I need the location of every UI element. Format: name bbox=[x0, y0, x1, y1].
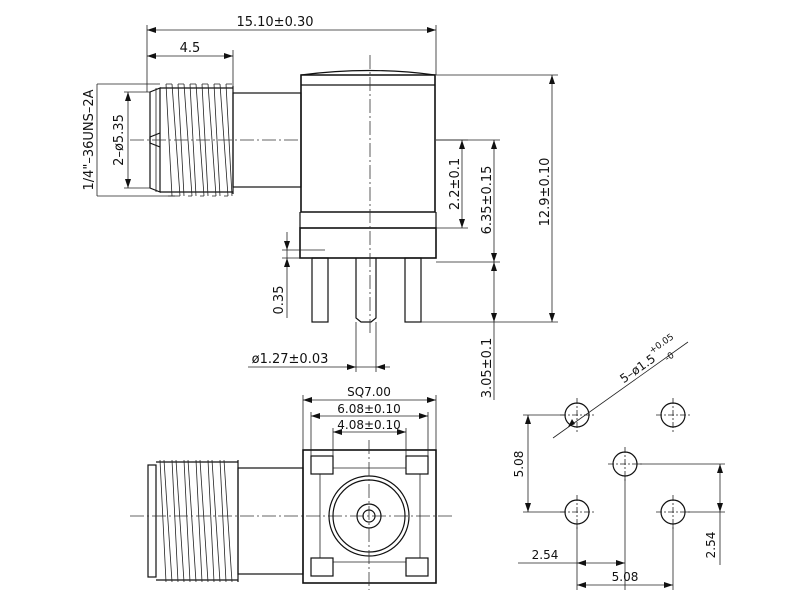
hole-tol-minus: -0 bbox=[663, 351, 676, 364]
dim-height-2-2: 2.2±0.1 bbox=[448, 158, 463, 210]
hole-spec: 5–ø1.5 bbox=[617, 351, 658, 385]
pitch-horizontal-2-54: 2.54 bbox=[532, 548, 559, 562]
pitch-vertical-2-54: 2.54 bbox=[704, 532, 718, 559]
pitch-horizontal-5-08: 5.08 bbox=[612, 570, 639, 584]
pitch-vertical-5-08: 5.08 bbox=[512, 451, 526, 478]
front-view: SQ7.00 6.08±0.10 4.08±0.10 bbox=[130, 385, 455, 590]
dim-pin-step: 0.35 bbox=[272, 286, 287, 315]
dim-square-inner-1: 6.08±0.10 bbox=[337, 402, 401, 416]
dim-thread-length: 4.5 bbox=[180, 41, 201, 56]
side-view: 15.10±0.30 4.5 1/4"–36UNS–2A 2–ø5.35 2.2… bbox=[82, 15, 558, 400]
hole-pattern: 5–ø1.5 +0.05 -0 5.08 2.54 2.54 5.08 bbox=[512, 332, 725, 590]
dim-thread-dia: 2–ø5.35 bbox=[112, 114, 127, 166]
front-thread-lines bbox=[159, 459, 233, 583]
dim-height-12-9: 12.9±0.10 bbox=[538, 158, 553, 227]
dim-height-6-35: 6.35±0.15 bbox=[480, 166, 495, 235]
dim-pin-dia: ø1.27±0.03 bbox=[252, 352, 329, 367]
dim-overall-length: 15.10±0.30 bbox=[236, 15, 313, 30]
dim-square-inner-2: 4.08±0.10 bbox=[337, 418, 401, 432]
dim-square-size: SQ7.00 bbox=[347, 385, 391, 399]
hole-spec-main: 5–ø1.5 bbox=[617, 351, 658, 385]
dim-pin-length: 3.05±0.1 bbox=[480, 338, 495, 399]
dim-thread-spec: 1/4"–36UNS–2A bbox=[82, 89, 97, 190]
